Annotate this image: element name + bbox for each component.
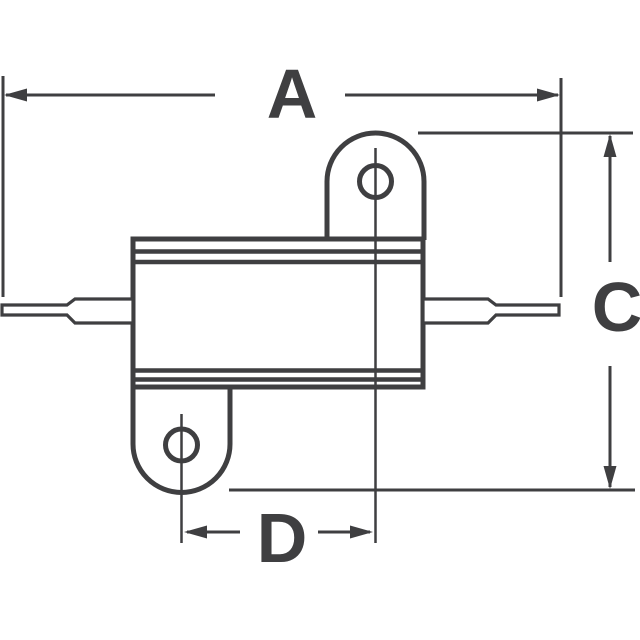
- dimension-a: A: [1, 55, 563, 297]
- left-lead-wire: [0, 297, 135, 325]
- dimension-d-label: D: [257, 499, 308, 577]
- dimension-c-label: C: [592, 268, 640, 346]
- right-lead-wire: [421, 297, 561, 325]
- dim-a-arrow-left-icon: [4, 88, 27, 102]
- resistor-outline: [0, 130, 561, 495]
- dim-c-arrow-down-icon: [603, 466, 617, 489]
- dim-a-arrow-right-icon: [537, 88, 560, 102]
- dim-d-arrow-right-icon: [350, 525, 373, 539]
- dimension-d: D: [184, 499, 373, 577]
- dimension-a-label: A: [267, 55, 318, 133]
- dim-d-arrow-left-icon: [184, 525, 207, 539]
- dim-c-arrow-up-icon: [603, 134, 617, 157]
- dimension-c: C: [229, 131, 640, 492]
- centerlines: [180, 148, 377, 543]
